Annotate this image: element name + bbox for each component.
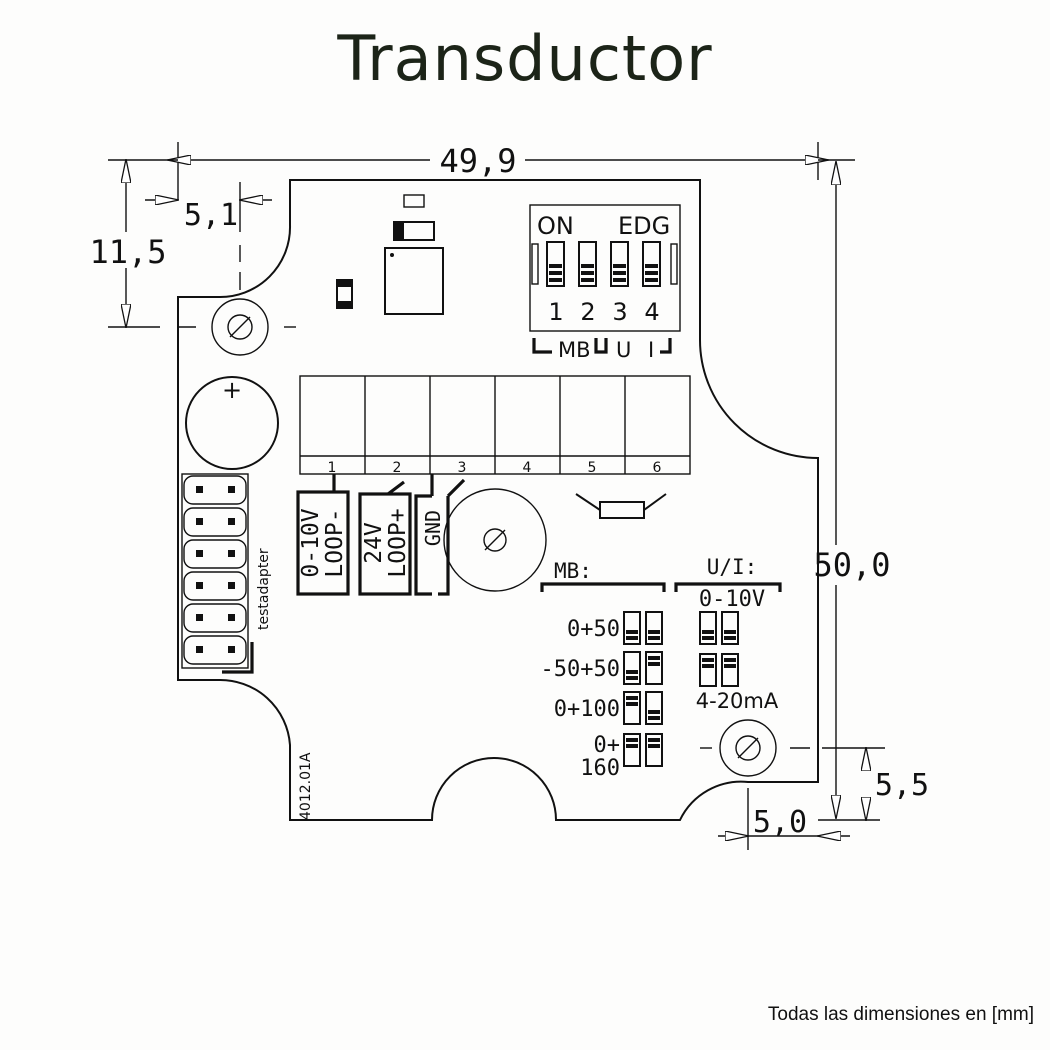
terminal-2-line2: LOOP+ [385,508,411,577]
mounting-hole-bottom [719,719,777,777]
mb-switch-symbols [623,611,663,767]
terminal-number-4: 4 [523,460,532,476]
terminal-2-line1: 24V [361,522,387,564]
ui-header: U/I: [707,555,758,579]
dip-edg-label: EDG [618,212,670,240]
ui-header-bracket [674,582,782,592]
mb-header-bracket [540,582,666,592]
dip-group-u: U [616,338,631,362]
terminal-3-label: GND [421,510,445,546]
mounting-hole-top [211,298,269,356]
ui-voltage-label: 0-10V [699,587,765,612]
mb-range-0-160-line2: 160 [580,756,620,781]
mb-header: MB: [554,559,592,583]
terminal-block [299,375,691,475]
dip-toggle-4 [642,241,661,287]
dip-toggle-3 [610,241,629,287]
ic-chip [384,247,444,315]
terminal-1-line2: LOOP- [322,508,348,577]
mb-range-0-100: 0+100 [554,697,620,722]
page-title: Transductor [337,22,713,95]
potentiometer-component [443,488,547,592]
battery-plus-sign: + [222,376,242,404]
dim-hole-top-y-label: 11,5 [89,233,166,271]
dip-number-1: 1 [548,298,563,326]
dim-height-label: 50,0 [813,546,890,584]
board-outline [177,179,819,821]
terminal-number-3: 3 [458,460,467,476]
dip-on-label: ON [537,212,574,240]
resistor-component [575,493,667,519]
dip-switch [529,204,681,332]
dim-hole-top-x-label: 5,1 [184,198,238,233]
led-indicator [403,194,425,208]
mb-range-0-160-line1: 0+ [594,733,621,758]
mb-range-0-50: 0+50 [567,617,620,642]
terminal-label-boxes [296,474,466,596]
terminal-number-5: 5 [588,460,597,476]
ui-current-label: 4-20mA [696,689,779,713]
board-id-label: 4012.01A [298,752,314,820]
dip-group-brackets [532,338,672,354]
terminal-number-6: 6 [653,460,662,476]
dip-group-mb: MB [558,338,591,362]
dip-number-4: 4 [644,298,659,326]
dip-group-i: I [648,338,654,362]
dim-width-label: 49,9 [439,142,516,180]
testadapter-connector [181,473,254,674]
dip-number-2: 2 [580,298,595,326]
diode-component [393,221,435,241]
smd-capacitor [336,279,353,309]
dimensions-footnote: Todas las dimensiones en [mm] [767,1004,1034,1025]
terminal-number-2: 2 [393,460,402,476]
dimension-lines [108,142,885,850]
dip-toggle-1 [546,241,565,287]
dip-toggle-2 [578,241,597,287]
dip-number-3: 3 [612,298,627,326]
terminal-1-line1: 0-10V [298,508,324,577]
battery-component [185,376,279,470]
mb-range-neg50-50: -50+50 [541,657,620,682]
ui-switch-symbols [699,611,739,687]
terminal-number-1: 1 [328,460,337,476]
dim-hole-bottom-y-label: 5,5 [875,768,929,803]
testadapter-label: testadapter [256,548,272,630]
dim-hole-bottom-x-label: 5,0 [753,805,807,840]
